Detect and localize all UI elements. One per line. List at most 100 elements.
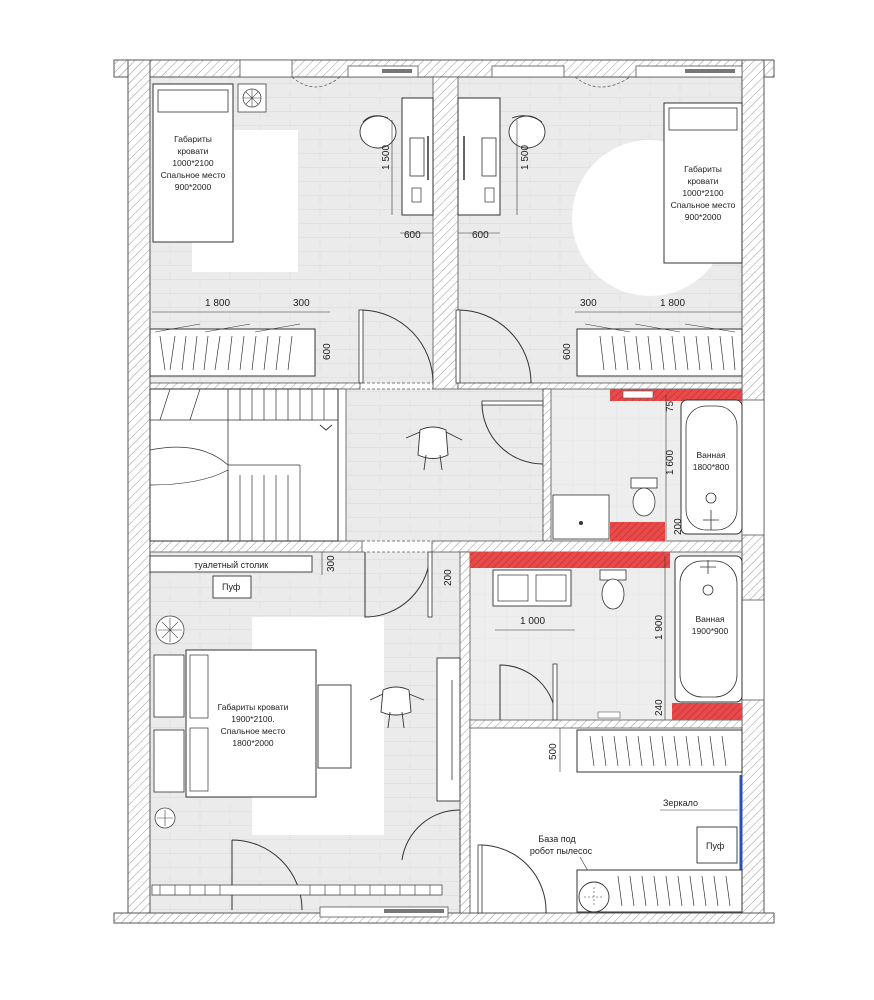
wardrobe-master [436, 657, 461, 802]
door-leaf [455, 309, 461, 384]
toilet-icon [599, 569, 627, 610]
faucet-icon [700, 560, 716, 574]
double-sink [492, 569, 572, 607]
pouf [696, 826, 738, 864]
pouf-label: Пуф [222, 582, 241, 592]
window-sill [685, 69, 735, 73]
bed-text-4: Спальное место [161, 170, 226, 180]
pillow [157, 89, 229, 113]
wardrobe-dressing-top [576, 729, 743, 773]
window-right-bath-2 [741, 599, 765, 701]
window-swing [574, 76, 631, 88]
wall-between-bedrooms [432, 76, 459, 390]
plant-icon [155, 615, 185, 645]
radiator [151, 884, 443, 896]
stair-arrow-icon [319, 424, 333, 431]
wall-master-right [459, 551, 471, 914]
dim-600-v-left: 600 [322, 343, 333, 360]
chair-icon [359, 115, 397, 149]
dresser [149, 555, 313, 573]
wall-bedrooms-bottom-left [149, 382, 361, 390]
wall-bath-top-left [542, 388, 552, 542]
bed-text-4: Спальное место [671, 200, 736, 210]
pillow [189, 727, 209, 792]
window-sill [384, 909, 444, 913]
dim-200-bath: 200 [673, 518, 684, 535]
pillow [668, 107, 738, 131]
dim-600-left: 600 [404, 230, 421, 241]
bed-text-2: 1900*2100. [231, 714, 275, 724]
window-sill [382, 69, 412, 73]
door-leaf [427, 551, 433, 618]
bed-text-1: Габариты [174, 134, 212, 144]
bed-text-4: 1800*2000 [232, 738, 273, 748]
pillow [189, 654, 209, 719]
dim-300-master: 300 [326, 555, 337, 572]
wall-bedrooms-bottom-right [457, 382, 743, 390]
openings [362, 382, 544, 913]
chair-icon [508, 115, 546, 149]
bed-text-5: 900*2000 [685, 212, 722, 222]
dim-300-left: 300 [293, 298, 310, 309]
bathroom-top: Ванная 1800*800 75 1 600 200 [552, 389, 743, 541]
desk-right [457, 97, 501, 216]
person-icon-hall [405, 426, 463, 471]
faucet-icon [703, 510, 719, 530]
door-arc [457, 309, 532, 384]
bed-text-1: Габариты кровати [218, 702, 289, 712]
bed-text-2: кровати [688, 176, 719, 186]
dim-300-right: 300 [580, 298, 597, 309]
tub-text-1: Ванная [696, 450, 726, 460]
nightstand [153, 729, 185, 793]
windows [239, 59, 765, 918]
dim-1800-right: 1 800 [660, 298, 685, 309]
dim-1500-left: 1 500 [381, 145, 392, 170]
dim-1500-right: 1 500 [520, 145, 531, 170]
dim-500: 500 [548, 743, 559, 760]
pouf [212, 575, 252, 599]
dim-240: 240 [654, 699, 665, 716]
wardrobe-right [576, 323, 743, 377]
red-box-bottom [470, 552, 670, 568]
toilet-icon [630, 477, 658, 517]
dim-600-right: 600 [472, 230, 489, 241]
red-box-toilet [610, 522, 665, 541]
door-leaf [358, 309, 364, 384]
person-icon-master [369, 686, 425, 729]
dressing-room: 500 Зеркало Пуф База под робот пылесос [477, 728, 743, 914]
door-leaf [477, 844, 483, 914]
sink-icon [497, 574, 529, 602]
tub-text-2: 1900*900 [692, 626, 729, 636]
bed-text-3: Спальное место [221, 726, 286, 736]
shelf [597, 711, 621, 719]
bathroom-bottom: 1 000 Ванная 1900*900 1 900 240 [470, 552, 743, 721]
wall-left [127, 59, 151, 914]
tub-text-1: Ванная [695, 614, 725, 624]
robot-text-1: База под [538, 834, 576, 844]
drain-icon [702, 584, 714, 596]
wall-hall-bottom-left [149, 540, 363, 553]
shelf [622, 390, 654, 399]
drain-icon [705, 492, 717, 504]
dim-200-master: 200 [443, 569, 454, 586]
wall-stair-right [337, 388, 347, 542]
door-leaf [552, 663, 558, 721]
dim-1600: 1 600 [665, 450, 676, 475]
master-bedroom: туалетный столик 300 Пуф Габариты кроват… [149, 551, 461, 911]
bed-text-3: 1000*2100 [172, 158, 213, 168]
bed-text-1: Габариты [684, 164, 722, 174]
bench [317, 684, 352, 769]
bedroom-right: Габариты кровати 1000*2100 Спальное мест… [455, 76, 743, 384]
window-top-3 [491, 65, 565, 78]
bed-text-5: 900*2000 [175, 182, 212, 192]
nightstand [153, 654, 185, 718]
desk-left [401, 97, 434, 216]
sink-icon [552, 494, 610, 540]
door-arc [231, 839, 303, 911]
bed-text-2: кровати [178, 146, 209, 156]
door-leaf [481, 400, 544, 406]
keyboard-icon [409, 137, 425, 177]
red-box-tub [672, 703, 742, 720]
pouf-label: Пуф [706, 841, 725, 851]
window-top-1 [239, 59, 293, 78]
